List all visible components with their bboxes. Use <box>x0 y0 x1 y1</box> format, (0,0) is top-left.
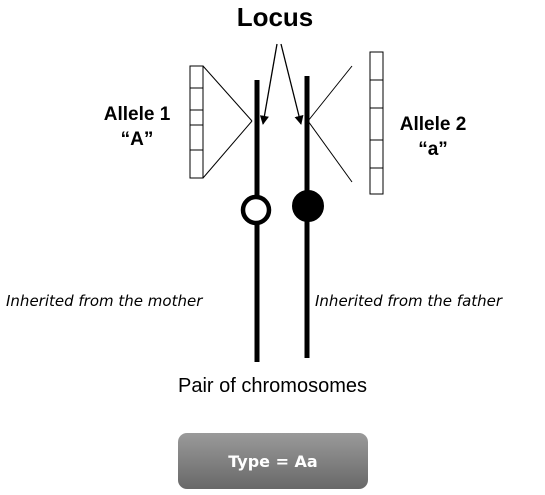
allele2-label: Allele 2 “a” <box>378 112 488 162</box>
maternal-centromere <box>243 197 269 223</box>
genotype-label: Type = Aa <box>228 452 317 471</box>
allele2-symbol: “a” <box>378 137 488 162</box>
allele2-zoom-lines <box>308 66 352 182</box>
allele2-name: Allele 2 <box>378 112 488 137</box>
inherited-mother-label: Inherited from the mother <box>6 292 202 310</box>
allele1-symbol: “A” <box>82 127 192 152</box>
genotype-box: Type = Aa <box>178 433 368 489</box>
locus-label: Locus <box>230 2 320 33</box>
allele1-name: Allele 1 <box>82 102 192 127</box>
locus-arrows <box>263 44 301 124</box>
allele1-zoom-lines <box>203 66 252 178</box>
inherited-father-label: Inherited from the father <box>315 292 502 310</box>
paternal-centromere <box>293 191 323 221</box>
pair-of-chromosomes-caption: Pair of chromosomes <box>0 375 545 398</box>
allele1-label: Allele 1 “A” <box>82 102 192 152</box>
